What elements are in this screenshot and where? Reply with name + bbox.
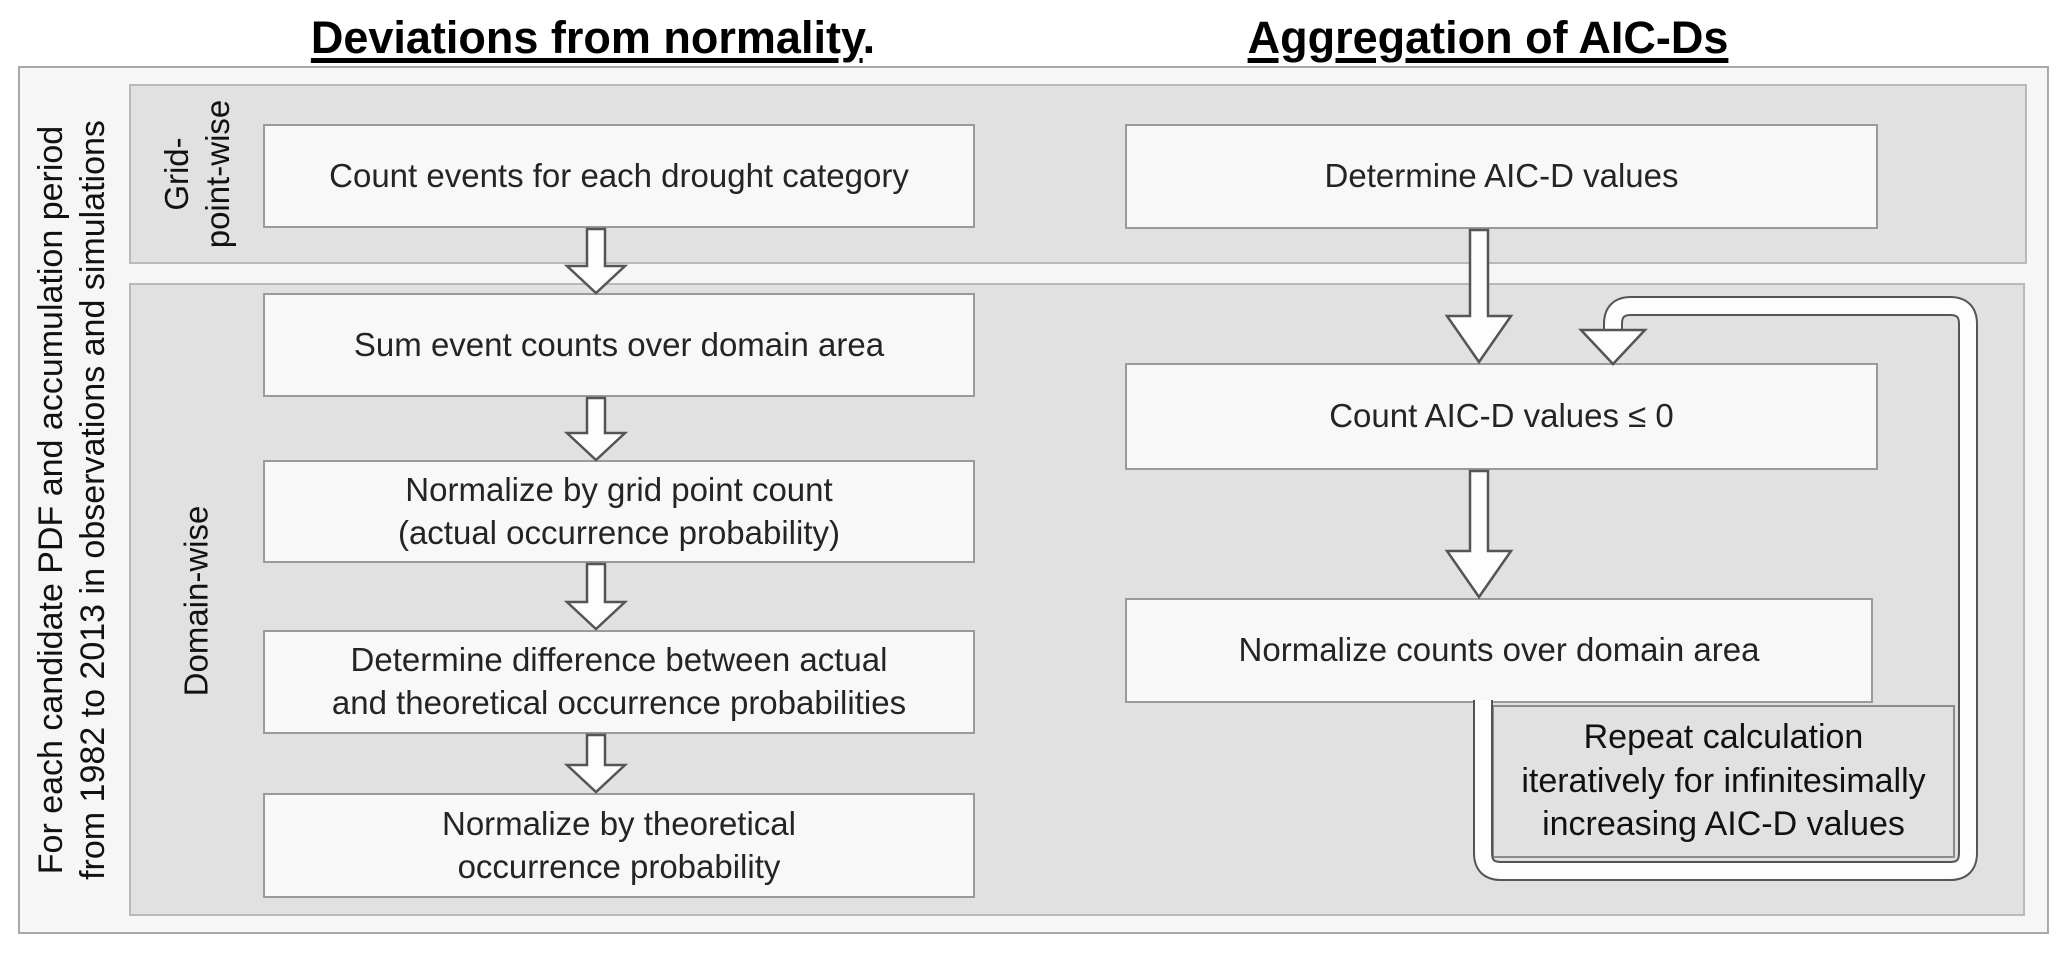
column-title-deviations-suffix: . xyxy=(862,12,876,63)
flow-box-determine-aicd-values: Determine AIC-D values xyxy=(1125,124,1878,229)
grid-point-wise-label: Grid- point-wise xyxy=(158,99,236,249)
domain-wise-label: Domain-wise xyxy=(177,505,215,697)
flow-box-sum-event-counts: Sum event counts over domain area xyxy=(263,293,975,397)
flow-box-count-aicd-values: Count AIC-D values ≤ 0 xyxy=(1125,363,1878,470)
column-title-aggregation-text: Aggregation of AIC-Ds xyxy=(1247,12,1729,63)
flow-box-count-events: Count events for each drought category xyxy=(263,124,975,228)
column-title-deviations: Deviations from normality. xyxy=(311,13,875,63)
flow-box-normalize-counts: Normalize counts over domain area xyxy=(1125,598,1873,703)
flow-box-normalize-grid-point-count: Normalize by grid point count (actual oc… xyxy=(263,460,975,563)
column-title-deviations-text: Deviations from normality xyxy=(310,12,863,63)
loop-note-repeat-calculation: Repeat calculation iteratively for infin… xyxy=(1492,705,1955,858)
flow-box-determine-difference: Determine difference between actual and … xyxy=(263,630,975,734)
flow-box-normalize-theoretical: Normalize by theoretical occurrence prob… xyxy=(263,793,975,898)
side-label-candidate-pdf: For each candidate PDF and accumulation … xyxy=(32,120,112,880)
column-title-aggregation: Aggregation of AIC-Ds xyxy=(1248,13,1729,63)
